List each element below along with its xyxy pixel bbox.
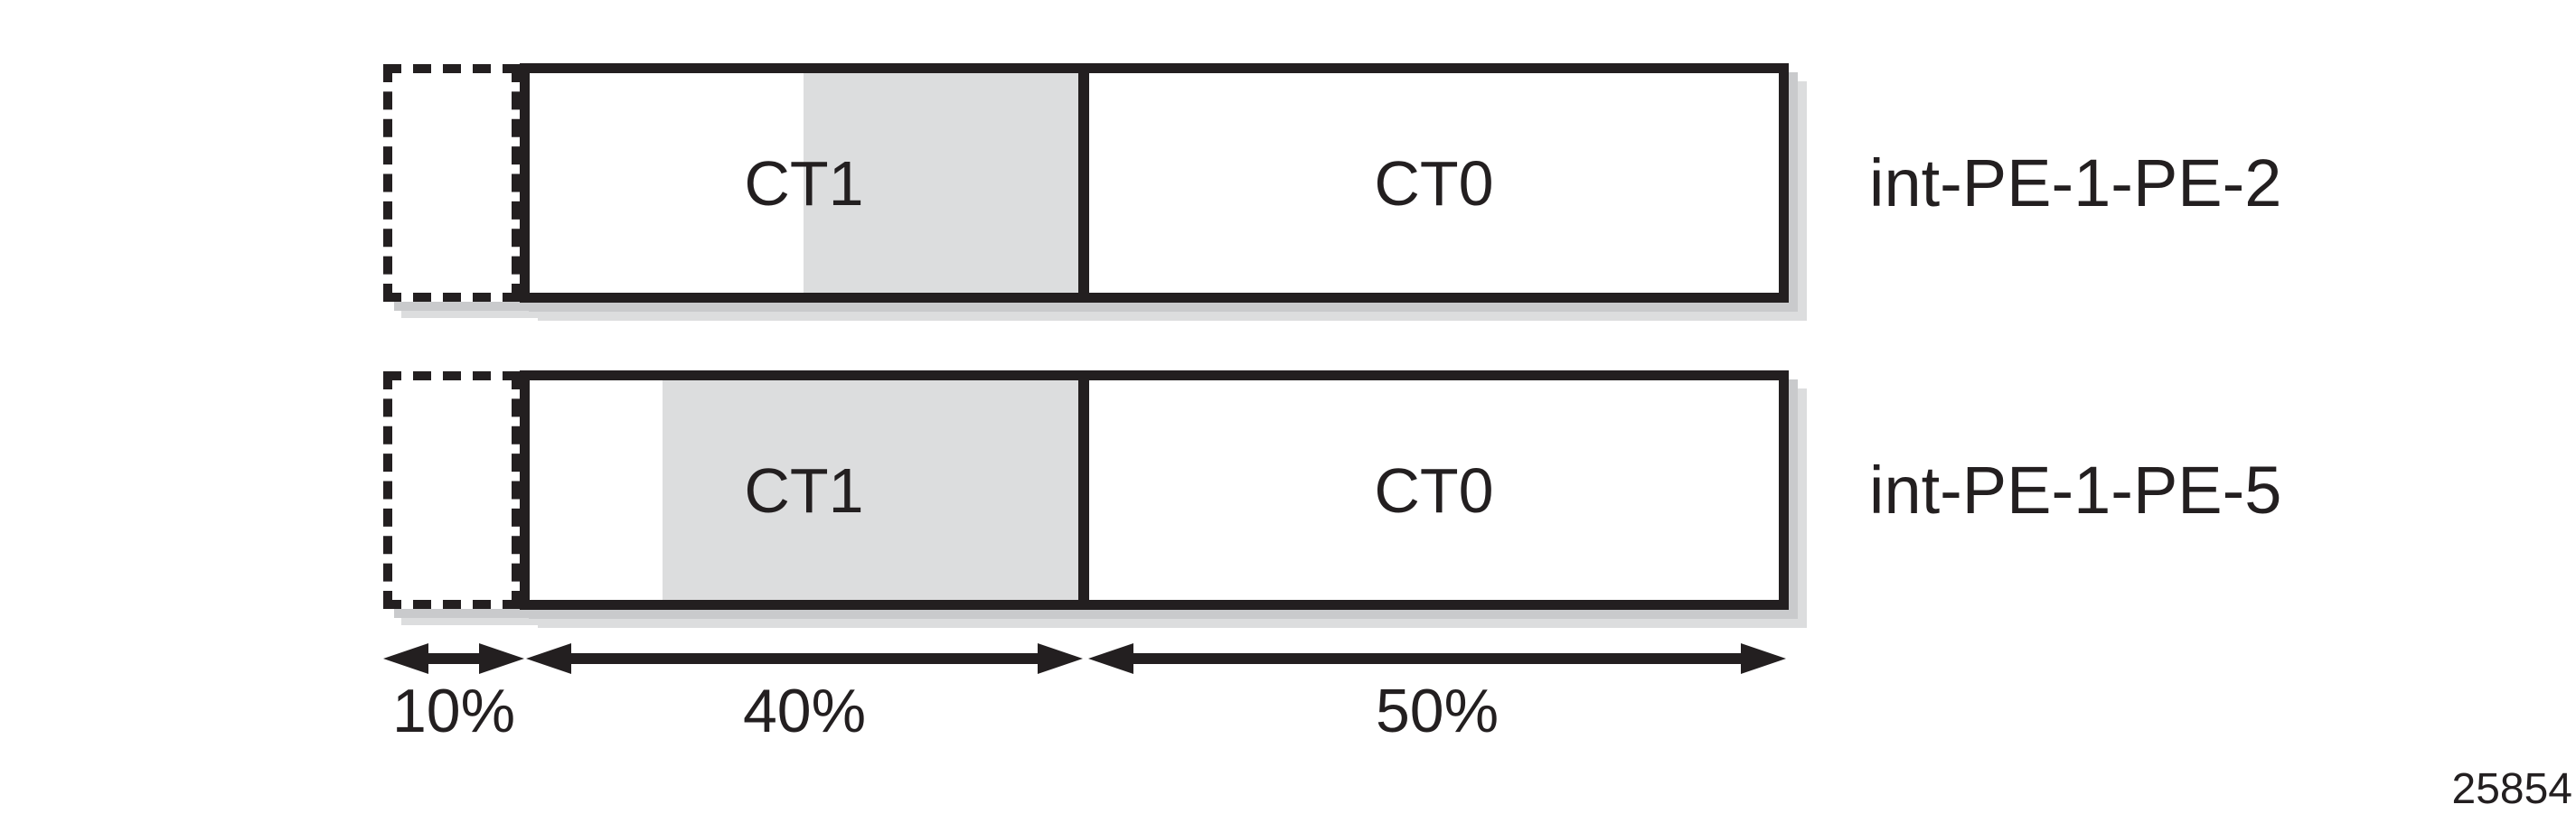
- arrowhead-left-icon: [1088, 643, 1133, 674]
- arrow-shaft: [1126, 653, 1748, 664]
- arrowhead-right-icon: [479, 643, 524, 674]
- ct1-used-shade-pe5: [662, 380, 1078, 600]
- interface-label-pe5: int-PE-1-PE-5: [1869, 452, 2282, 528]
- arrow-ct0-50pct: [1088, 643, 1786, 674]
- arrowhead-right-icon: [1741, 643, 1786, 674]
- ct0-segment-pe5: CT0: [1089, 380, 1779, 600]
- arrowhead-right-icon: [1038, 643, 1083, 674]
- reserved-bandwidth-box-pe5: [383, 371, 521, 609]
- percent-label-reserved: 10%: [391, 677, 516, 745]
- ct0-label-pe5: CT0: [1374, 454, 1494, 526]
- arrow-shaft: [421, 653, 486, 664]
- ct1-segment-pe5: CT1: [530, 380, 1078, 600]
- ct1-used-shade-pe2: [803, 73, 1078, 293]
- interface-label-pe2: int-PE-1-PE-2: [1869, 145, 2282, 220]
- ct1-label-pe2: CT1: [744, 147, 864, 219]
- arrow-reserved-10pct: [383, 643, 524, 674]
- percent-label-ct0: 50%: [1375, 677, 1500, 745]
- link-bar-pe2: CT1 CT0: [520, 63, 1789, 303]
- figure-number: 25854: [2451, 765, 2572, 813]
- arrowhead-left-icon: [383, 643, 428, 674]
- arrowhead-left-icon: [526, 643, 571, 674]
- ct0-segment-pe2: CT0: [1089, 73, 1779, 293]
- arrow-ct1-40pct: [526, 643, 1083, 674]
- ct1-label-pe5: CT1: [744, 454, 864, 526]
- reserved-bandwidth-box-pe2: [383, 64, 521, 302]
- segment-divider-pe2: [1078, 73, 1089, 293]
- ct1-segment-pe2: CT1: [530, 73, 1078, 293]
- segment-divider-pe5: [1078, 380, 1089, 600]
- percent-label-ct1: 40%: [742, 677, 867, 745]
- link-bar-pe5: CT1 CT0: [520, 370, 1789, 610]
- ct0-label-pe2: CT0: [1374, 147, 1494, 219]
- arrow-shaft: [564, 653, 1045, 664]
